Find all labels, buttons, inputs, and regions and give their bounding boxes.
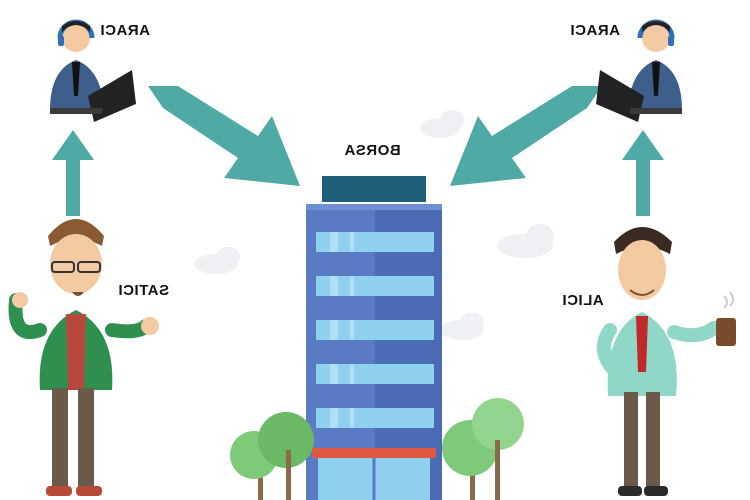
arrow-left-broker-to-exchange [148, 86, 300, 186]
headset-operator-icon [596, 19, 682, 122]
businessman-icon [8, 219, 159, 496]
arrow-buyer-to-broker [622, 130, 664, 216]
office-building-icon [306, 176, 442, 500]
arrow-seller-to-broker [52, 130, 94, 216]
seller-label: SATICI [118, 282, 170, 299]
businessman-with-cup-icon [597, 227, 736, 496]
buyer-label: ALICI [562, 292, 604, 309]
broker-right-label: ARACI [570, 22, 620, 39]
headset-operator-icon [50, 19, 136, 122]
broker-left-label: ARACI [100, 22, 150, 39]
cloud-icon [194, 110, 554, 340]
exchange-label: BORSA [344, 142, 401, 159]
arrow-right-broker-to-exchange [450, 86, 602, 186]
tree-icon [230, 398, 524, 500]
